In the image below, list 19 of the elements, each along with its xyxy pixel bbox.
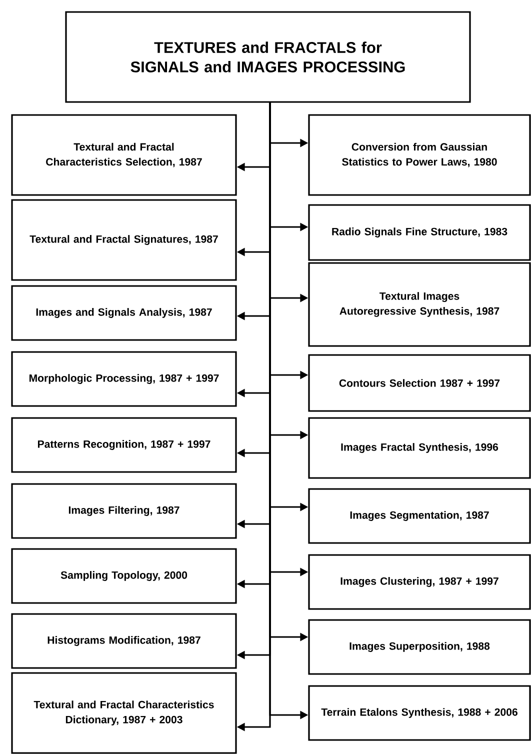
topic-box: Patterns Recognition, 1987 + 1997 <box>11 417 237 473</box>
topic-box: Contours Selection 1987 + 1997 <box>308 354 531 412</box>
topic-box: Images and Signals Analysis, 1987 <box>11 285 237 341</box>
topic-box: Textural and Fractal Characteristics Selection, 1987 <box>11 114 237 196</box>
topic-box: Terrain Etalons Synthesis, 1988 + 2006 <box>308 685 531 741</box>
topic-box: Textural Images Autoregressive Synthesis, 1987 <box>308 262 531 347</box>
topic-box: Images Superposition, 1988 <box>308 619 531 675</box>
topic-box: Conversion from Gaussian Statistics to Power Laws, 1980 <box>308 114 531 196</box>
topic-box: Images Filtering, 1987 <box>11 483 237 539</box>
topic-box: Radio Signals Fine Structure, 1983 <box>308 204 531 261</box>
topic-box: Textural and Fractal Characteristics Dictionary, 1987 + 2003 <box>11 672 237 754</box>
topic-box: Images Fractal Synthesis, 1996 <box>308 417 531 479</box>
topic-box: Images Segmentation, 1987 <box>308 488 531 544</box>
topic-box: Images Clustering, 1987 + 1997 <box>308 554 531 610</box>
topic-box: Textural and Fractal Signatures, 1987 <box>11 199 237 281</box>
topic-box: Sampling Topology, 2000 <box>11 548 237 604</box>
topic-box: Morphologic Processing, 1987 + 1997 <box>11 351 237 407</box>
title-box: TEXTURES and FRACTALS for SIGNALS and IMAGES PROCESSING <box>65 11 471 103</box>
topic-box: Histograms Modification, 1987 <box>11 613 237 669</box>
